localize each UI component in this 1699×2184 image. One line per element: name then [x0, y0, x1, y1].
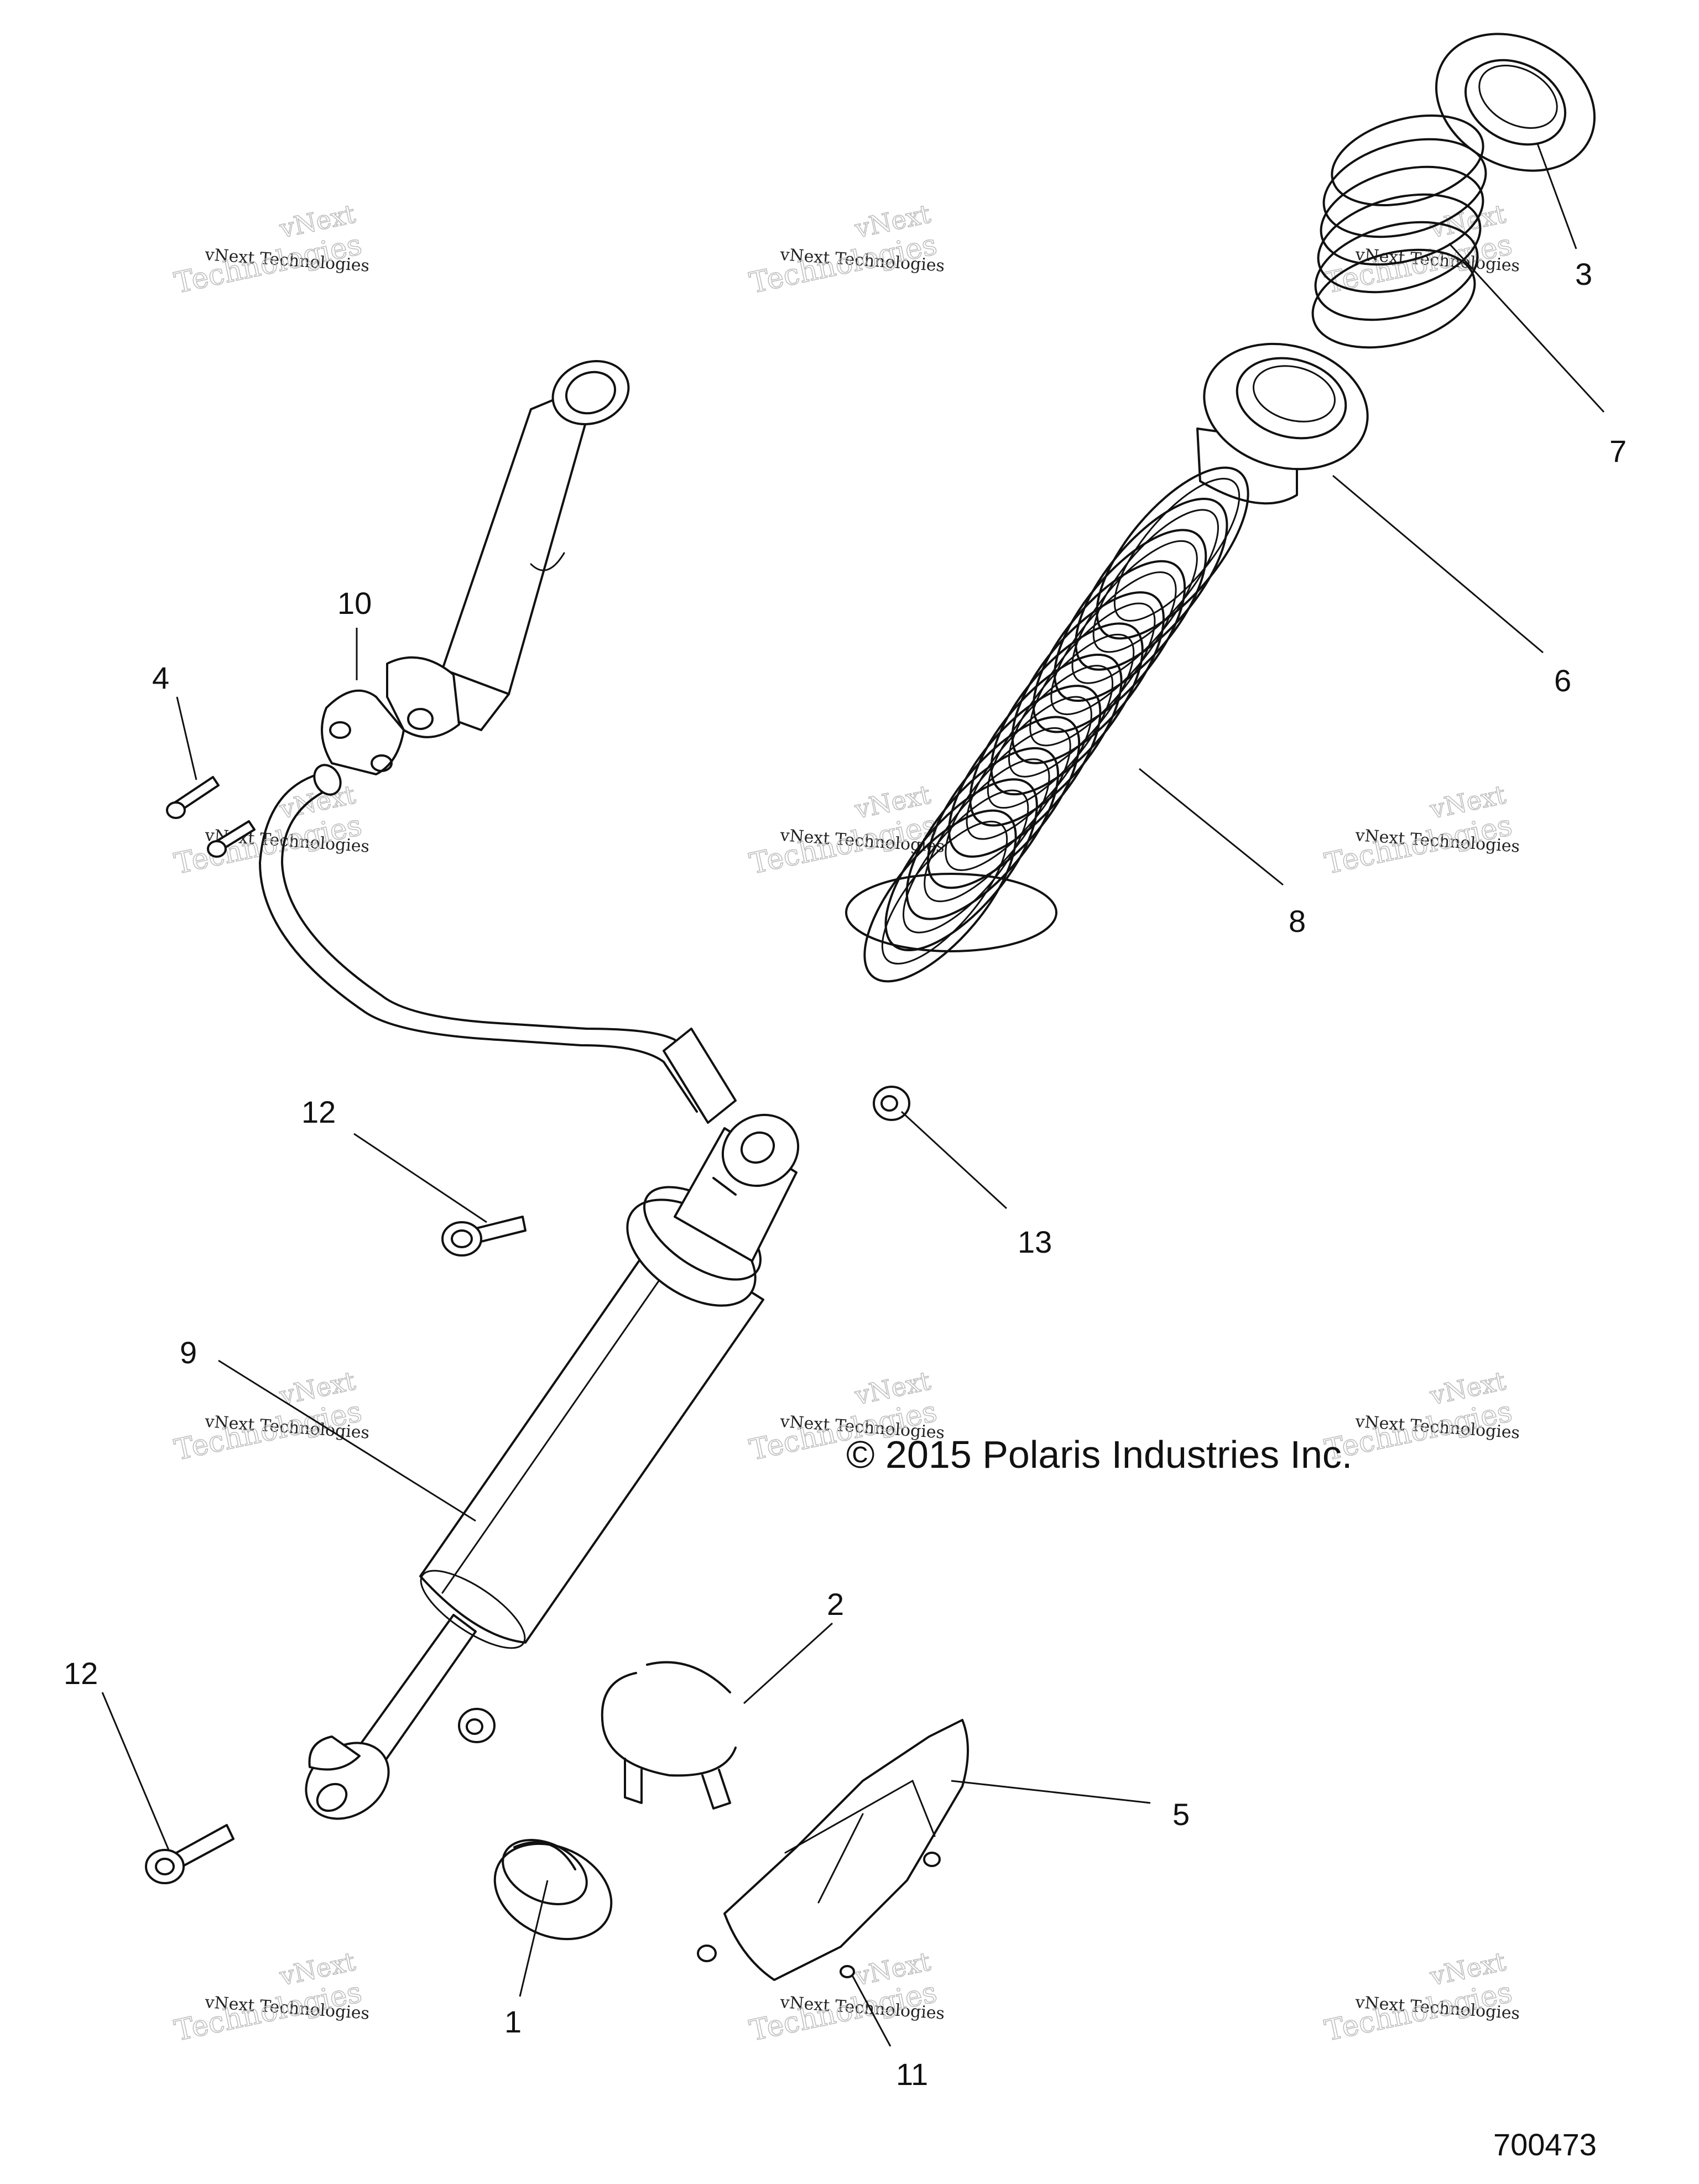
callout-7: 7 — [1609, 434, 1627, 468]
bushing-lower — [458, 1708, 496, 1743]
leader-lines — [101, 143, 1605, 2047]
callout-5: 5 — [1172, 1797, 1190, 1832]
spring-coil-inner — [881, 821, 1008, 965]
callout-12-upper: 12 — [301, 1094, 336, 1129]
part-6-spring-collar — [1196, 342, 1369, 505]
watermark-text: Technologies — [171, 1395, 364, 1467]
spring-coil-inner — [945, 727, 1071, 871]
callout-numbers: 1 2 3 4 5 6 7 8 9 10 11 12 12 13 — [64, 257, 1627, 2092]
document-number: 700473 — [1493, 2127, 1597, 2162]
copyright-notice: © 2015 Polaris Industries Inc. — [846, 1433, 1353, 1476]
part-12-bolt-upper — [441, 1216, 527, 1257]
spring-base-coil — [845, 873, 1057, 952]
reservoir-hose — [259, 764, 737, 1124]
spring-coil-inner — [1071, 540, 1198, 684]
watermark-text: Technologies — [171, 809, 364, 880]
spring-coil-inner — [1029, 602, 1156, 747]
spring-coil-inner — [1092, 509, 1219, 653]
spring-coil-inner — [966, 696, 1092, 840]
part-9-shock-absorber — [305, 1113, 800, 1820]
callout-10: 10 — [337, 586, 372, 621]
part-10-reservoir-and-clamp — [321, 360, 630, 775]
callout-3: 3 — [1575, 257, 1592, 291]
callout-6: 6 — [1554, 663, 1571, 698]
spring-coil-inner — [924, 758, 1050, 903]
spring-coil-inner — [1113, 478, 1241, 622]
watermark-text: Technologies — [1322, 809, 1515, 880]
part-11-screw — [840, 1965, 855, 1978]
part-1-lower-spring-seat — [493, 1838, 613, 1941]
callout-11: 11 — [896, 2057, 928, 2092]
spring-coil — [863, 809, 1017, 983]
part-7-tender-spring — [1311, 114, 1487, 349]
part-3-spring-retainer — [1435, 33, 1596, 172]
watermark-text: Technologies — [1322, 1975, 1515, 2047]
part-12-bolt-lower — [145, 1824, 234, 1884]
callout-8: 8 — [1289, 904, 1306, 939]
callout-4: 4 — [152, 660, 169, 695]
callout-13: 13 — [1018, 1224, 1052, 1259]
spring-coil-inner — [1050, 571, 1177, 716]
part-13-bushing — [873, 1086, 910, 1121]
callout-2: 2 — [827, 1587, 844, 1622]
part-8-main-spring — [845, 466, 1249, 983]
spring-coil-inner — [987, 665, 1114, 809]
spring-coil-inner — [903, 789, 1029, 934]
watermark-text: Technologies — [171, 1975, 364, 2047]
watermark-text: Technologies — [747, 1975, 940, 2047]
callout-9: 9 — [180, 1335, 197, 1370]
part-5-shock-guard — [697, 1719, 969, 1981]
callout-1: 1 — [504, 2004, 522, 2039]
watermark-text: Technologies — [747, 228, 940, 300]
callout-12-lower: 12 — [64, 1656, 98, 1691]
part-4-clamp-screws — [166, 776, 256, 858]
spring-coil-inner — [1008, 633, 1135, 778]
part-2-retaining-clip — [601, 1661, 737, 1810]
watermark-text: Technologies — [171, 228, 364, 300]
